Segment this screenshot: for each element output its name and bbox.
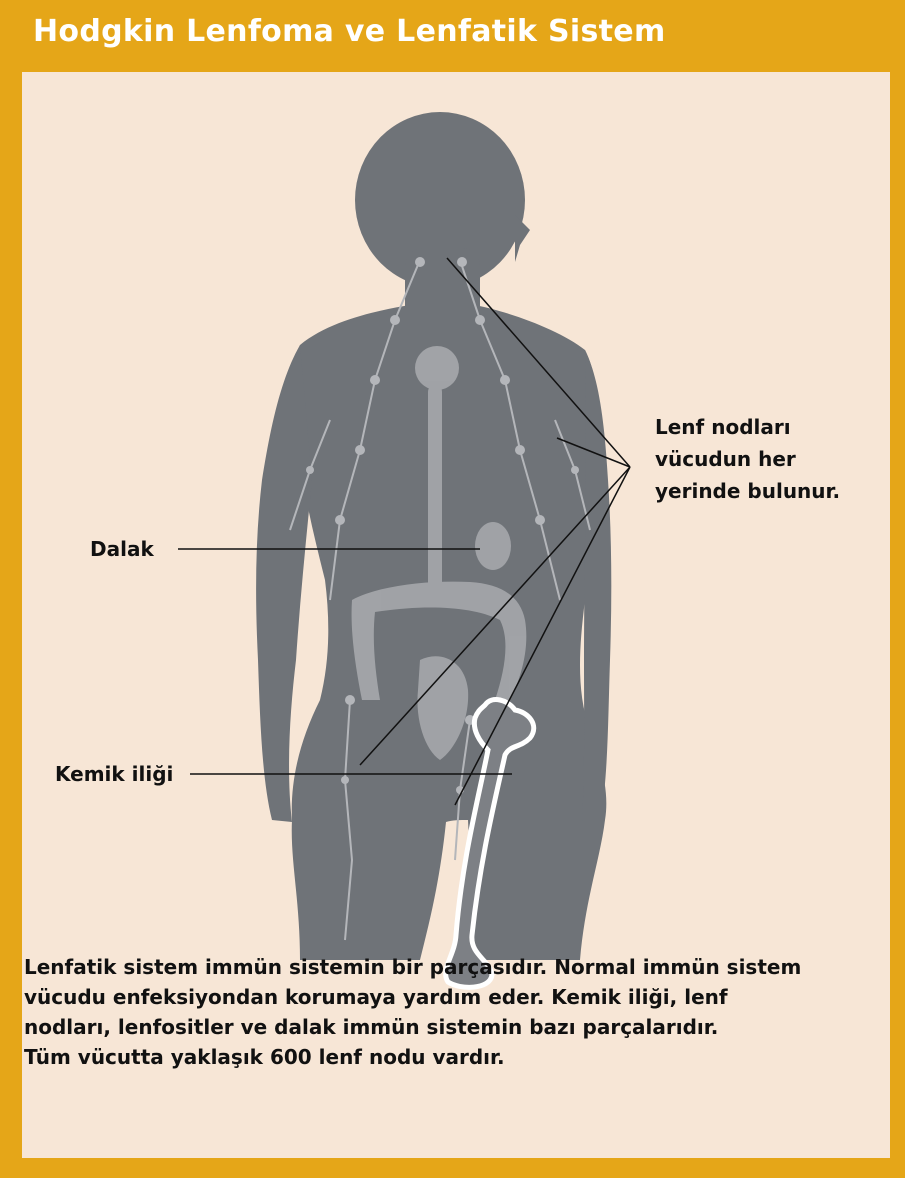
caption-line-4: Tüm vücutta yaklaşık 600 lenf nodu vardı…	[24, 1042, 864, 1072]
lymph-nodes-label-line-3: yerinde bulunur.	[655, 475, 840, 507]
lymph-nodes-label: Lenf nodları vücudun her yerinde bulunur…	[655, 411, 840, 507]
heart-organ	[415, 346, 459, 390]
caption-line-1: Lenfatik sistem immün sistemin bir parça…	[24, 952, 864, 982]
spleen-organ	[475, 522, 511, 570]
spleen-label: Dalak	[90, 533, 154, 565]
caption-text: Lenfatik sistem immün sistemin bir parça…	[24, 952, 864, 1072]
lymph-nodes-label-line-2: vücudun her	[655, 443, 840, 475]
diagram-title: Hodgkin Lenfoma ve Lenfatik Sistem	[33, 14, 666, 49]
lymph-nodes-label-line-1: Lenf nodları	[655, 411, 840, 443]
caption-line-3: nodları, lenfositler ve dalak immün sist…	[24, 1012, 864, 1042]
caption-line-2: vücudu enfeksiyondan korumaya yardım ede…	[24, 982, 864, 1012]
bone-marrow-label: Kemik iliği	[55, 758, 173, 790]
aorta	[428, 385, 442, 605]
